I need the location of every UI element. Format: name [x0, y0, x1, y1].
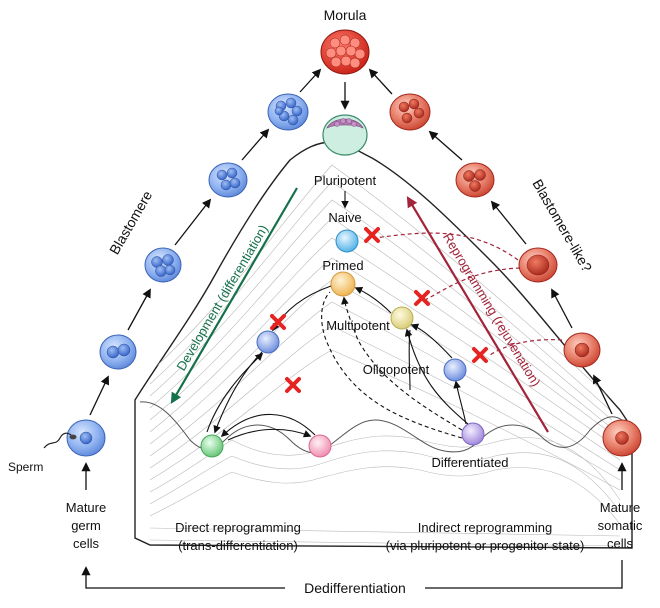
naive-label: Naive: [328, 210, 361, 225]
blue-blastomere-3: [208, 162, 248, 198]
somatic-line-cells: [368, 68, 642, 490]
germ-cells-label-line1: Mature: [66, 500, 106, 515]
indirect-reprogramming-label-line2: (via pluripotent or progenitor state): [386, 538, 585, 553]
somatic-cells-label-line3: cells: [607, 536, 634, 551]
blue-blastomere-2: [144, 247, 182, 283]
indirect-reprogramming-label-line1: Indirect reprogramming: [418, 520, 552, 535]
oligopotent-label: Oligopotent: [363, 362, 430, 377]
multipotent-cell: [390, 306, 414, 330]
sperm-label: Sperm: [8, 460, 43, 474]
block-mark-multipotent: [414, 290, 430, 306]
landscape-contour-lines: [149, 164, 621, 547]
reprogramming-arrow: [406, 196, 549, 433]
sperm-icon: [43, 432, 77, 449]
direct-reprogramming-label-line1: Direct reprogramming: [175, 520, 301, 535]
block-mark-oligopotent: [472, 347, 488, 363]
red-blastomere-4: [389, 93, 431, 131]
differentiated-cell-purple: [461, 422, 485, 446]
red-blastomere-1: [563, 332, 601, 368]
block-mark-transdiff: [285, 377, 301, 393]
blastocyst-cell: [322, 114, 368, 156]
somatic-cells-label-line2: somatic: [598, 518, 643, 533]
red-blastomere-3: [455, 162, 495, 198]
blue-blastomere-4: [267, 93, 309, 131]
multipotent-label: Multipotent: [326, 318, 390, 333]
primed-cell: [330, 271, 356, 297]
somatic-cells-label-line1: Mature: [600, 500, 640, 515]
blue-zygote: [66, 419, 106, 457]
germ-cells-label-line2: germ: [71, 518, 101, 533]
red-blastomere-2: [518, 247, 558, 283]
germ-line-cells: [66, 68, 322, 490]
dedifferentiation-label-bg: [285, 578, 425, 598]
dashed-reprogramming-paths: [321, 291, 463, 439]
germ-cells-label-line3: cells: [73, 536, 100, 551]
blue-blastomere-1: [99, 334, 137, 370]
block-marks: [270, 227, 488, 393]
primed-label: Primed: [322, 258, 363, 273]
red-somatic-cell: [602, 419, 642, 457]
direct-reprogramming-label-line2: (trans-differentiation): [178, 538, 298, 553]
dedifferentiation-label: Dedifferentiation: [304, 580, 406, 596]
block-mark-naive: [364, 227, 380, 243]
red-dashed-paths: [374, 232, 563, 356]
differentiated-cell-pink: [308, 434, 332, 458]
progenitor-cell-left: [256, 330, 280, 354]
landscape-mountain: [134, 141, 633, 549]
block-mark-progenitor: [270, 314, 286, 330]
morula-cell: [320, 29, 370, 75]
pluripotent-label: Pluripotent: [314, 173, 377, 188]
differentiated-cell-green: [200, 434, 224, 458]
naive-cell: [335, 229, 359, 253]
development-arrow: [170, 187, 298, 404]
blastomere-label: Blastomere: [106, 188, 155, 258]
oligopotent-cell: [443, 358, 467, 382]
differentiated-label: Differentiated: [431, 455, 508, 470]
morula-label: Morula: [324, 7, 367, 23]
